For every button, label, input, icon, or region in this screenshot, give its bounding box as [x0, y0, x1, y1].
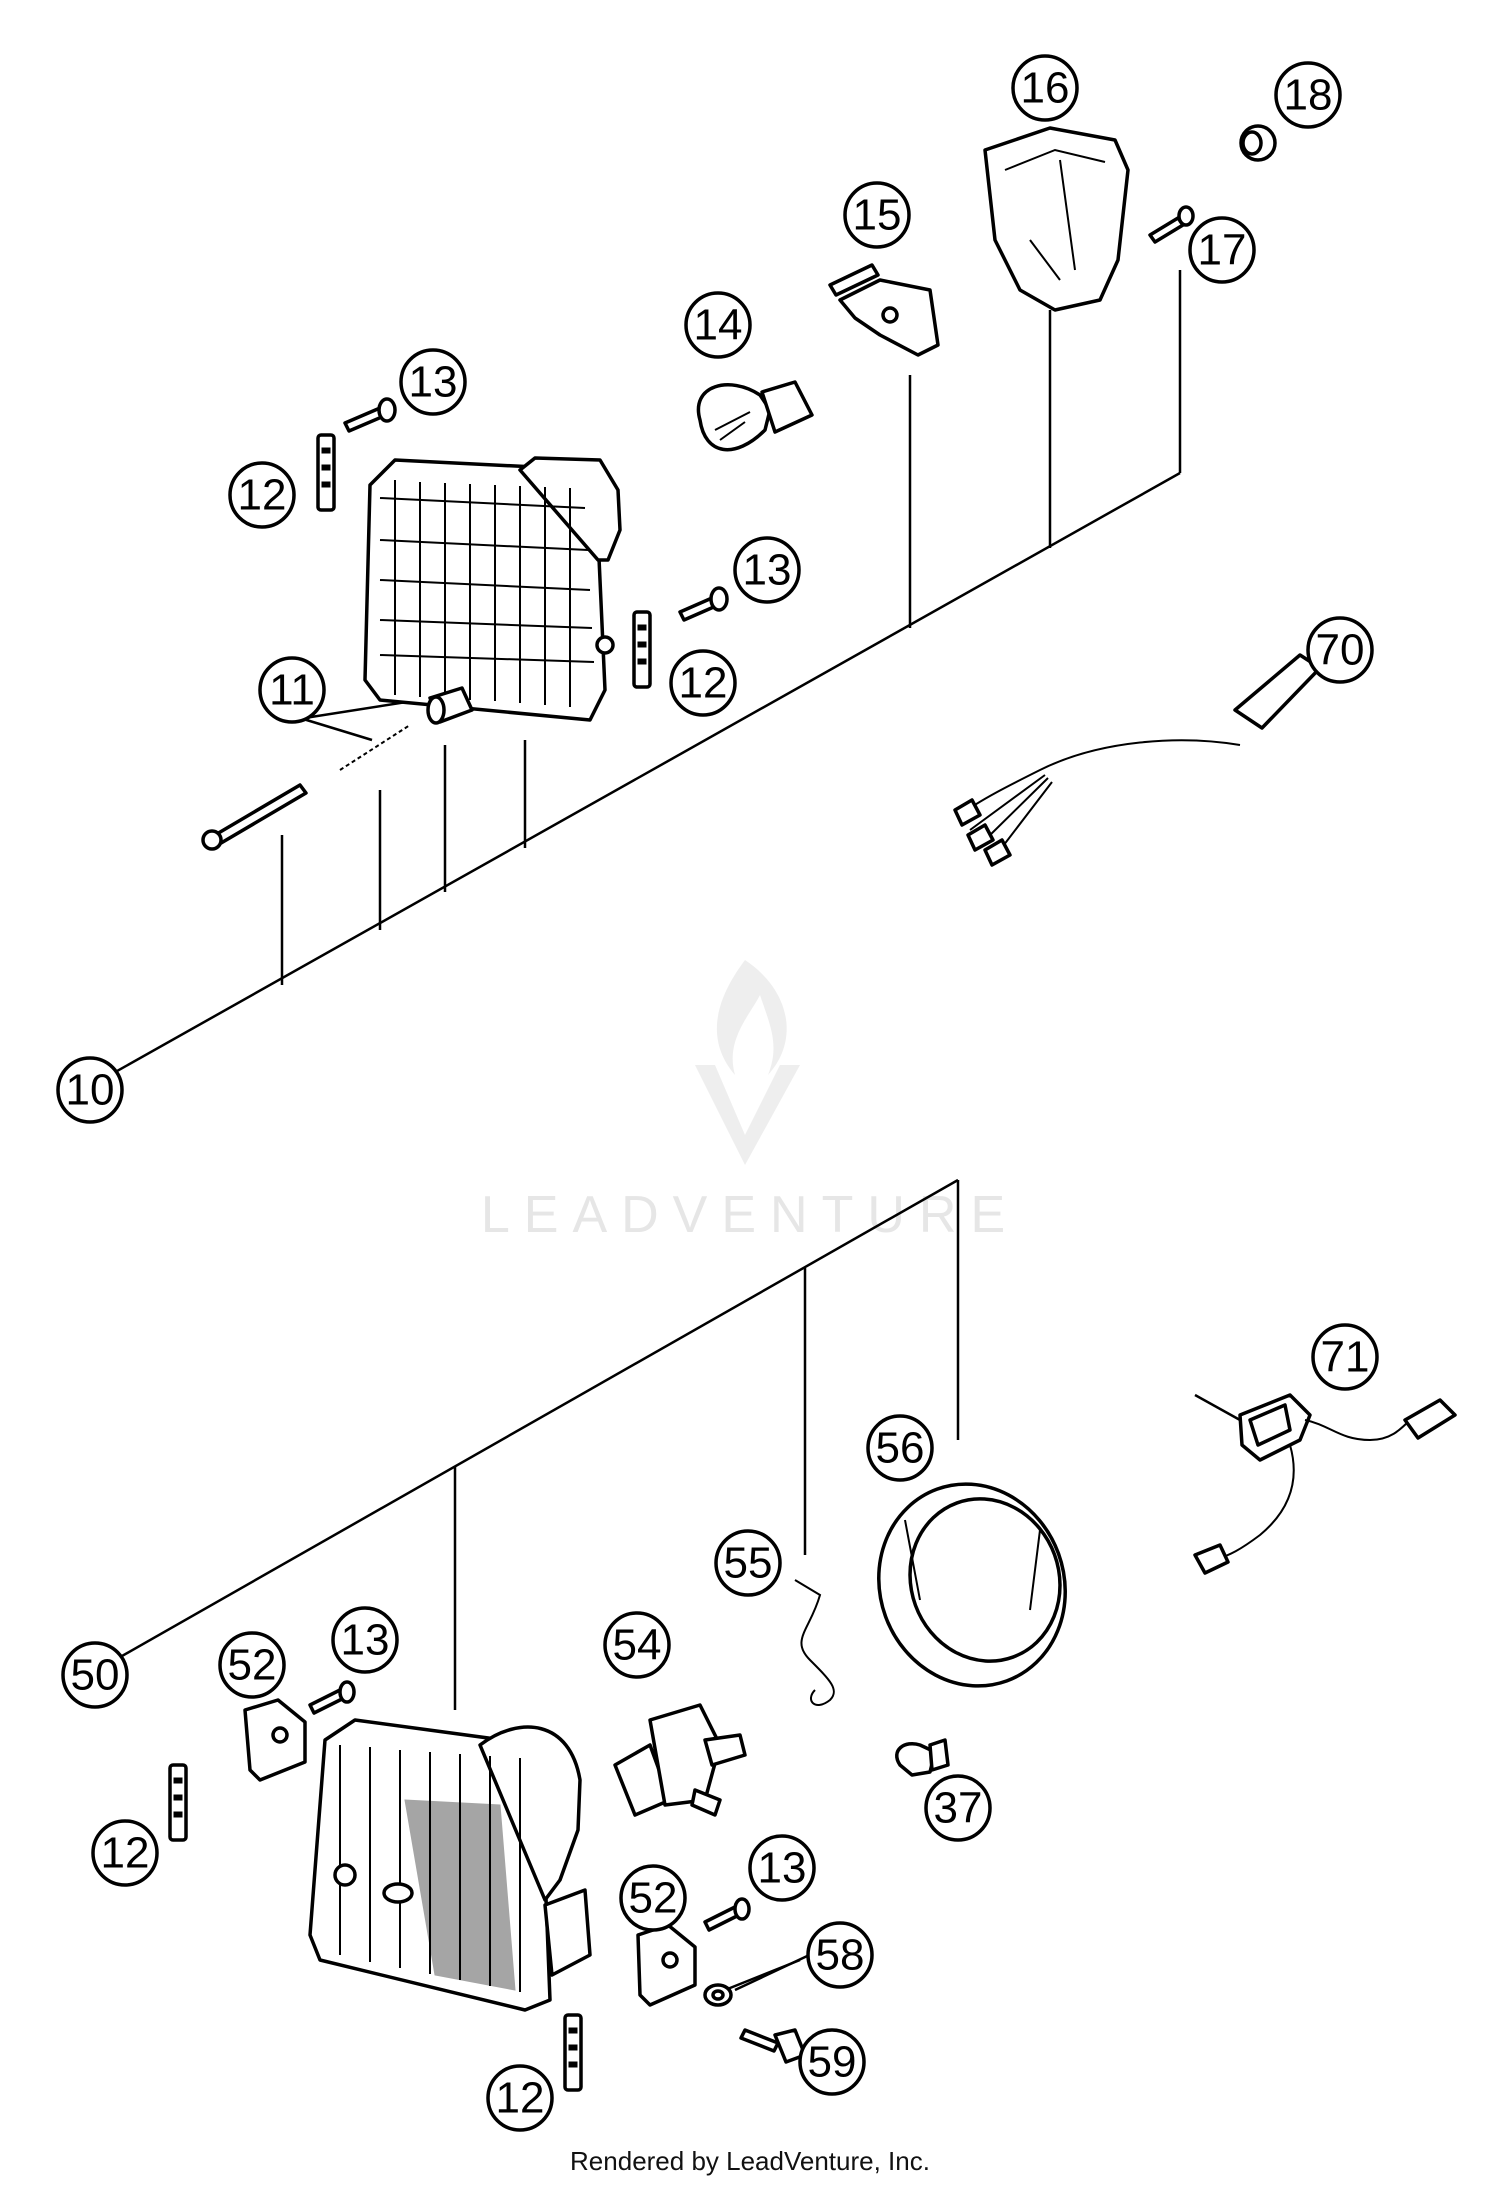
lower-assembly-leaders: [114, 1178, 960, 1992]
spring-part: [339, 724, 411, 771]
callout-label: 13: [743, 546, 792, 595]
watermark-logo-icon: [695, 960, 800, 1165]
lower-headlight-part: [308, 1718, 592, 2012]
wire-harness-part: [953, 653, 1322, 867]
bracket-part: [636, 1923, 697, 2007]
watermark-text: LEADVENTURE: [481, 1186, 1019, 1244]
callout-label: 13: [758, 1844, 807, 1893]
watermark: LEADVENTURE: [481, 960, 1019, 1244]
callout-label: 11: [269, 666, 315, 715]
callout-label: 52: [629, 1874, 678, 1923]
callout-11: 11: [258, 656, 326, 724]
upper-headlight-part: [363, 456, 622, 722]
upper-assembly-leaders: [109, 270, 1182, 1077]
callout-70: 70: [1306, 616, 1374, 684]
callout-label: 52: [228, 1641, 277, 1690]
callout-13: 13: [733, 536, 801, 604]
callout-label: 16: [1021, 64, 1070, 113]
callout-56: 56: [866, 1414, 934, 1482]
callout-label: 54: [613, 1621, 662, 1670]
callout-label: 12: [238, 471, 287, 520]
callout-label: 13: [409, 358, 458, 407]
footer-text: Rendered by LeadVenture, Inc.: [570, 2146, 930, 2176]
callout-16: 16: [1011, 54, 1079, 122]
callout-label: 13: [341, 1616, 390, 1665]
screw-part: [703, 1897, 751, 1932]
halogen-bulb-part: [613, 1703, 747, 1817]
callout-label: 56: [876, 1424, 925, 1473]
screw-part: [308, 1680, 356, 1715]
callout-17: 17: [1188, 216, 1256, 284]
callout-13: 13: [331, 1606, 399, 1674]
callout-10: 10: [56, 1056, 124, 1124]
callout-52: 52: [218, 1631, 286, 1699]
headlight-ring-part: [877, 1482, 1067, 1688]
callout-label: 10: [66, 1066, 115, 1115]
cover-part: [983, 126, 1130, 312]
callout-15: 15: [843, 181, 911, 249]
bolt-part: [739, 2028, 807, 2064]
screw-part: [678, 586, 729, 622]
callout-label: 55: [724, 1539, 773, 1588]
washer-part: [703, 1983, 733, 2007]
clip-part: [632, 610, 652, 689]
callout-12: 12: [91, 1819, 159, 1887]
callout-label: 58: [816, 1931, 865, 1980]
callout-71: 71: [1311, 1323, 1379, 1391]
bracket-part: [243, 1698, 307, 1782]
callout-14: 14: [684, 291, 752, 359]
small-bulb-part: [895, 1738, 950, 1777]
callout-label: 17: [1198, 226, 1247, 275]
callout-13: 13: [748, 1834, 816, 1902]
callout-label: 12: [101, 1829, 150, 1878]
callout-label: 14: [694, 301, 743, 350]
callout-18: 18: [1274, 61, 1342, 129]
callout-59: 59: [798, 2028, 866, 2096]
callout-13: 13: [399, 348, 467, 416]
grommet-part: [1239, 124, 1277, 162]
callout-label: 15: [853, 191, 902, 240]
callout-label: 59: [808, 2038, 857, 2087]
wire-harness-part: [1193, 1393, 1457, 1575]
spring-clip-part: [794, 1579, 835, 1706]
clip-part: [563, 2013, 583, 2092]
callout-52: 52: [619, 1864, 687, 1932]
callout-54: 54: [603, 1611, 671, 1679]
callout-label: 12: [679, 659, 728, 708]
screw-part: [343, 397, 397, 433]
callout-50: 50: [61, 1641, 129, 1709]
callout-label: 50: [71, 1651, 120, 1700]
callout-12: 12: [228, 461, 296, 529]
callout-label: 71: [1321, 1333, 1370, 1382]
nut-sleeve-part: [426, 686, 474, 725]
callout-58: 58: [806, 1921, 874, 1989]
clip-part: [168, 1763, 188, 1842]
callout-label: 37: [934, 1784, 983, 1833]
callout-label: 12: [496, 2074, 545, 2123]
bulb-part: [696, 380, 814, 452]
callout-leaders: [734, 1393, 1241, 1992]
callout-12: 12: [486, 2064, 554, 2132]
callout-12: 12: [669, 649, 737, 717]
socket-part: [828, 263, 940, 357]
callout-label: 70: [1316, 626, 1365, 675]
screw-part: [1148, 205, 1195, 244]
callout-label: 18: [1284, 71, 1333, 120]
clip-part: [316, 433, 336, 512]
callout-55: 55: [714, 1529, 782, 1597]
callout-37: 37: [924, 1774, 992, 1842]
long-screw-part: [201, 783, 308, 851]
